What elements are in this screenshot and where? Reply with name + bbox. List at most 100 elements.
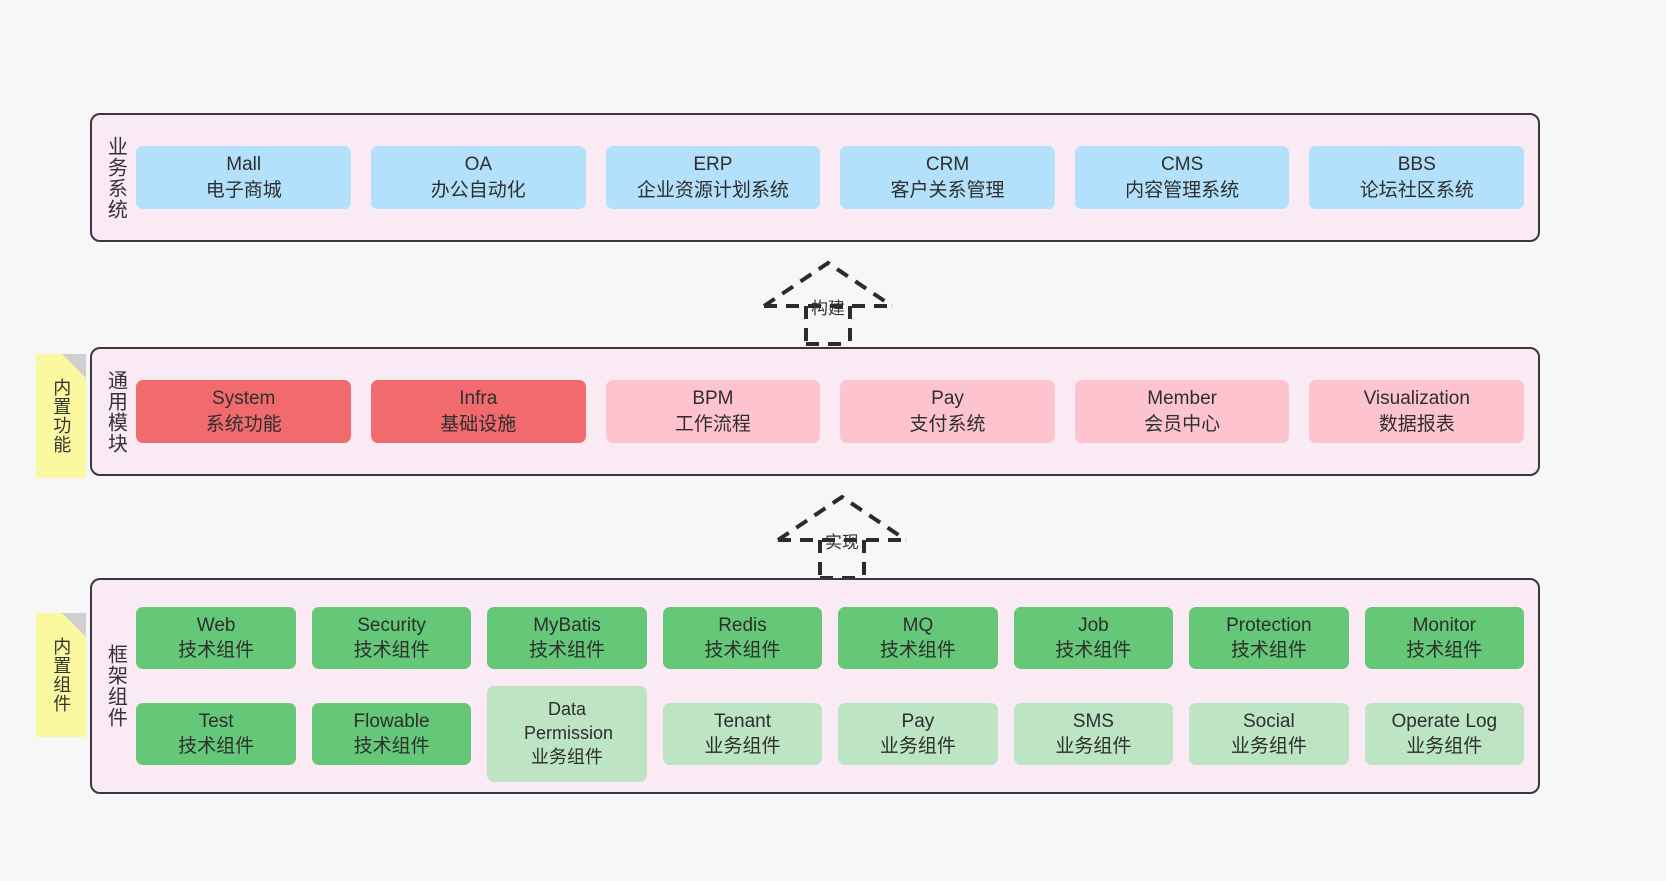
note-fold-corner xyxy=(62,354,86,378)
framework-card-tenant[interactable]: Tenant 业务组件 xyxy=(662,702,823,766)
framework-component-items: Web 技术组件 Security 技术组件 MyBatis 技术组件 Redi… xyxy=(136,566,1538,806)
business-card-bbs[interactable]: BBS 论坛社区系统 xyxy=(1309,146,1525,209)
framework-card-operate-log[interactable]: Operate Log 业务组件 xyxy=(1364,702,1525,766)
card-title: BPM xyxy=(692,388,734,410)
card-subtitle: 技术组件 xyxy=(178,640,255,661)
card-subtitle: 技术组件 xyxy=(1055,640,1132,661)
framework-component-layer-label: 框架组件 xyxy=(104,644,127,728)
card-subtitle: 业务组件 xyxy=(704,736,781,757)
card-subtitle: 电子商城 xyxy=(205,179,282,201)
business-system-items: Mall 电子商城 OA 办公自动化 ERP 企业资源计划系统 CRM 客户关系… xyxy=(136,115,1538,240)
card-title: Social xyxy=(1242,710,1295,732)
module-card-visualization[interactable]: Visualization 数据报表 xyxy=(1309,380,1525,443)
note-fold-corner xyxy=(62,613,86,637)
common-module-layer: 通用模块 System 系统功能 Infra 基础设施 BPM 工作流程 Pay… xyxy=(90,347,1540,476)
card-title: Security xyxy=(357,614,426,636)
card-title: Infra xyxy=(459,388,498,410)
module-card-member[interactable]: Member 会员中心 xyxy=(1074,380,1290,443)
card-title: Data Permission xyxy=(524,699,614,744)
module-card-pay[interactable]: Pay 支付系统 xyxy=(840,380,1055,443)
card-title: Web xyxy=(196,614,236,636)
framework-card-mybatis[interactable]: MyBatis 技术组件 xyxy=(487,606,647,670)
card-title: System xyxy=(212,388,276,410)
framework-card-monitor[interactable]: Monitor 技术组件 xyxy=(1364,606,1525,670)
card-title: CMS xyxy=(1161,154,1204,176)
card-subtitle: 办公自动化 xyxy=(430,179,526,201)
card-subtitle: 技术组件 xyxy=(178,736,255,757)
module-card-infra[interactable]: Infra 基础设施 xyxy=(371,380,586,443)
card-title: ERP xyxy=(693,154,733,176)
framework-card-data-permission[interactable]: Data Permission 业务组件 xyxy=(487,686,647,782)
module-card-system[interactable]: System 系统功能 xyxy=(136,380,351,443)
card-title: Flowable xyxy=(353,710,430,732)
card-subtitle: 业务组件 xyxy=(1230,736,1307,757)
module-card-bpm[interactable]: BPM 工作流程 xyxy=(605,380,821,443)
card-title: Visualization xyxy=(1363,388,1470,410)
card-subtitle: 业务组件 xyxy=(1406,736,1483,757)
card-title: Monitor xyxy=(1412,614,1476,636)
framework-card-social[interactable]: Social 业务组件 xyxy=(1189,702,1349,766)
card-title: Pay xyxy=(901,710,935,732)
common-module-layer-label: 通用模块 xyxy=(104,369,127,454)
business-card-crm[interactable]: CRM 客户关系管理 xyxy=(840,146,1055,209)
note-builtin-component: 内置组件 xyxy=(36,613,86,737)
card-title: Tenant xyxy=(713,710,771,732)
card-subtitle: 技术组件 xyxy=(353,640,430,661)
card-subtitle: 技术组件 xyxy=(1406,640,1483,661)
card-subtitle: 技术组件 xyxy=(704,640,781,661)
business-card-erp[interactable]: ERP 企业资源计划系统 xyxy=(605,146,821,209)
card-subtitle: 技术组件 xyxy=(529,640,606,661)
card-title: Protection xyxy=(1226,614,1312,636)
card-title: Operate Log xyxy=(1391,710,1498,732)
business-card-mall[interactable]: Mall 电子商城 xyxy=(136,146,351,209)
framework-component-layer: 框架组件 Web 技术组件 Security 技术组件 MyBatis 技术组件… xyxy=(90,578,1540,794)
card-title: Redis xyxy=(718,614,767,636)
card-title: Pay xyxy=(931,388,964,410)
card-subtitle: 支付系统 xyxy=(909,413,986,435)
framework-card-security[interactable]: Security 技术组件 xyxy=(311,606,472,670)
framework-card-pay[interactable]: Pay 业务组件 xyxy=(838,702,998,766)
card-subtitle: 业务组件 xyxy=(879,736,956,757)
card-subtitle: 技术组件 xyxy=(353,736,430,757)
card-subtitle: 会员中心 xyxy=(1144,413,1221,435)
framework-card-test[interactable]: Test 技术组件 xyxy=(136,702,296,766)
card-subtitle: 业务组件 xyxy=(531,746,604,767)
card-title: Job xyxy=(1078,614,1109,636)
connector-build-label: 构建 xyxy=(811,299,845,318)
business-system-layer: 业务系统 Mall 电子商城 OA 办公自动化 ERP 企业资源计划系统 CRM… xyxy=(90,113,1540,242)
card-subtitle: 工作流程 xyxy=(674,413,751,435)
note-builtin-function-label: 内置功能 xyxy=(51,378,72,454)
common-module-items: System 系统功能 Infra 基础设施 BPM 工作流程 Pay 支付系统… xyxy=(136,349,1538,474)
note-builtin-component-label: 内置组件 xyxy=(51,637,72,713)
card-subtitle: 客户关系管理 xyxy=(890,179,1005,201)
card-title: Test xyxy=(198,710,234,732)
card-subtitle: 内容管理系统 xyxy=(1125,179,1240,201)
card-subtitle: 基础设施 xyxy=(440,413,517,435)
framework-card-web[interactable]: Web 技术组件 xyxy=(136,606,296,670)
business-card-cms[interactable]: CMS 内容管理系统 xyxy=(1074,146,1290,209)
card-title: SMS xyxy=(1072,710,1114,732)
business-system-layer-label: 业务系统 xyxy=(104,135,127,220)
card-subtitle: 系统功能 xyxy=(205,413,282,435)
card-title: Mall xyxy=(226,154,262,176)
framework-card-job[interactable]: Job 技术组件 xyxy=(1013,606,1174,670)
business-card-oa[interactable]: OA 办公自动化 xyxy=(371,146,586,209)
framework-card-sms[interactable]: SMS 业务组件 xyxy=(1013,702,1174,766)
framework-row-technical: Web 技术组件 Security 技术组件 MyBatis 技术组件 Redi… xyxy=(136,598,1525,678)
connector-build: 构建 xyxy=(758,258,898,346)
card-title: CRM xyxy=(925,154,970,176)
card-subtitle: 论坛社区系统 xyxy=(1359,179,1474,201)
framework-card-redis[interactable]: Redis 技术组件 xyxy=(662,606,823,670)
card-title: MyBatis xyxy=(533,614,601,636)
note-builtin-function: 内置功能 xyxy=(36,354,86,478)
framework-card-mq[interactable]: MQ 技术组件 xyxy=(838,606,998,670)
framework-card-flowable[interactable]: Flowable 技术组件 xyxy=(311,702,472,766)
framework-row-business: Test 技术组件 Flowable 技术组件 Data Permission … xyxy=(136,686,1525,782)
card-subtitle: 数据报表 xyxy=(1378,413,1455,435)
card-subtitle: 业务组件 xyxy=(1055,736,1132,757)
card-subtitle: 技术组件 xyxy=(879,640,956,661)
framework-card-protection[interactable]: Protection 技术组件 xyxy=(1189,606,1349,670)
card-title: MQ xyxy=(902,614,934,636)
card-subtitle: 企业资源计划系统 xyxy=(636,179,789,201)
